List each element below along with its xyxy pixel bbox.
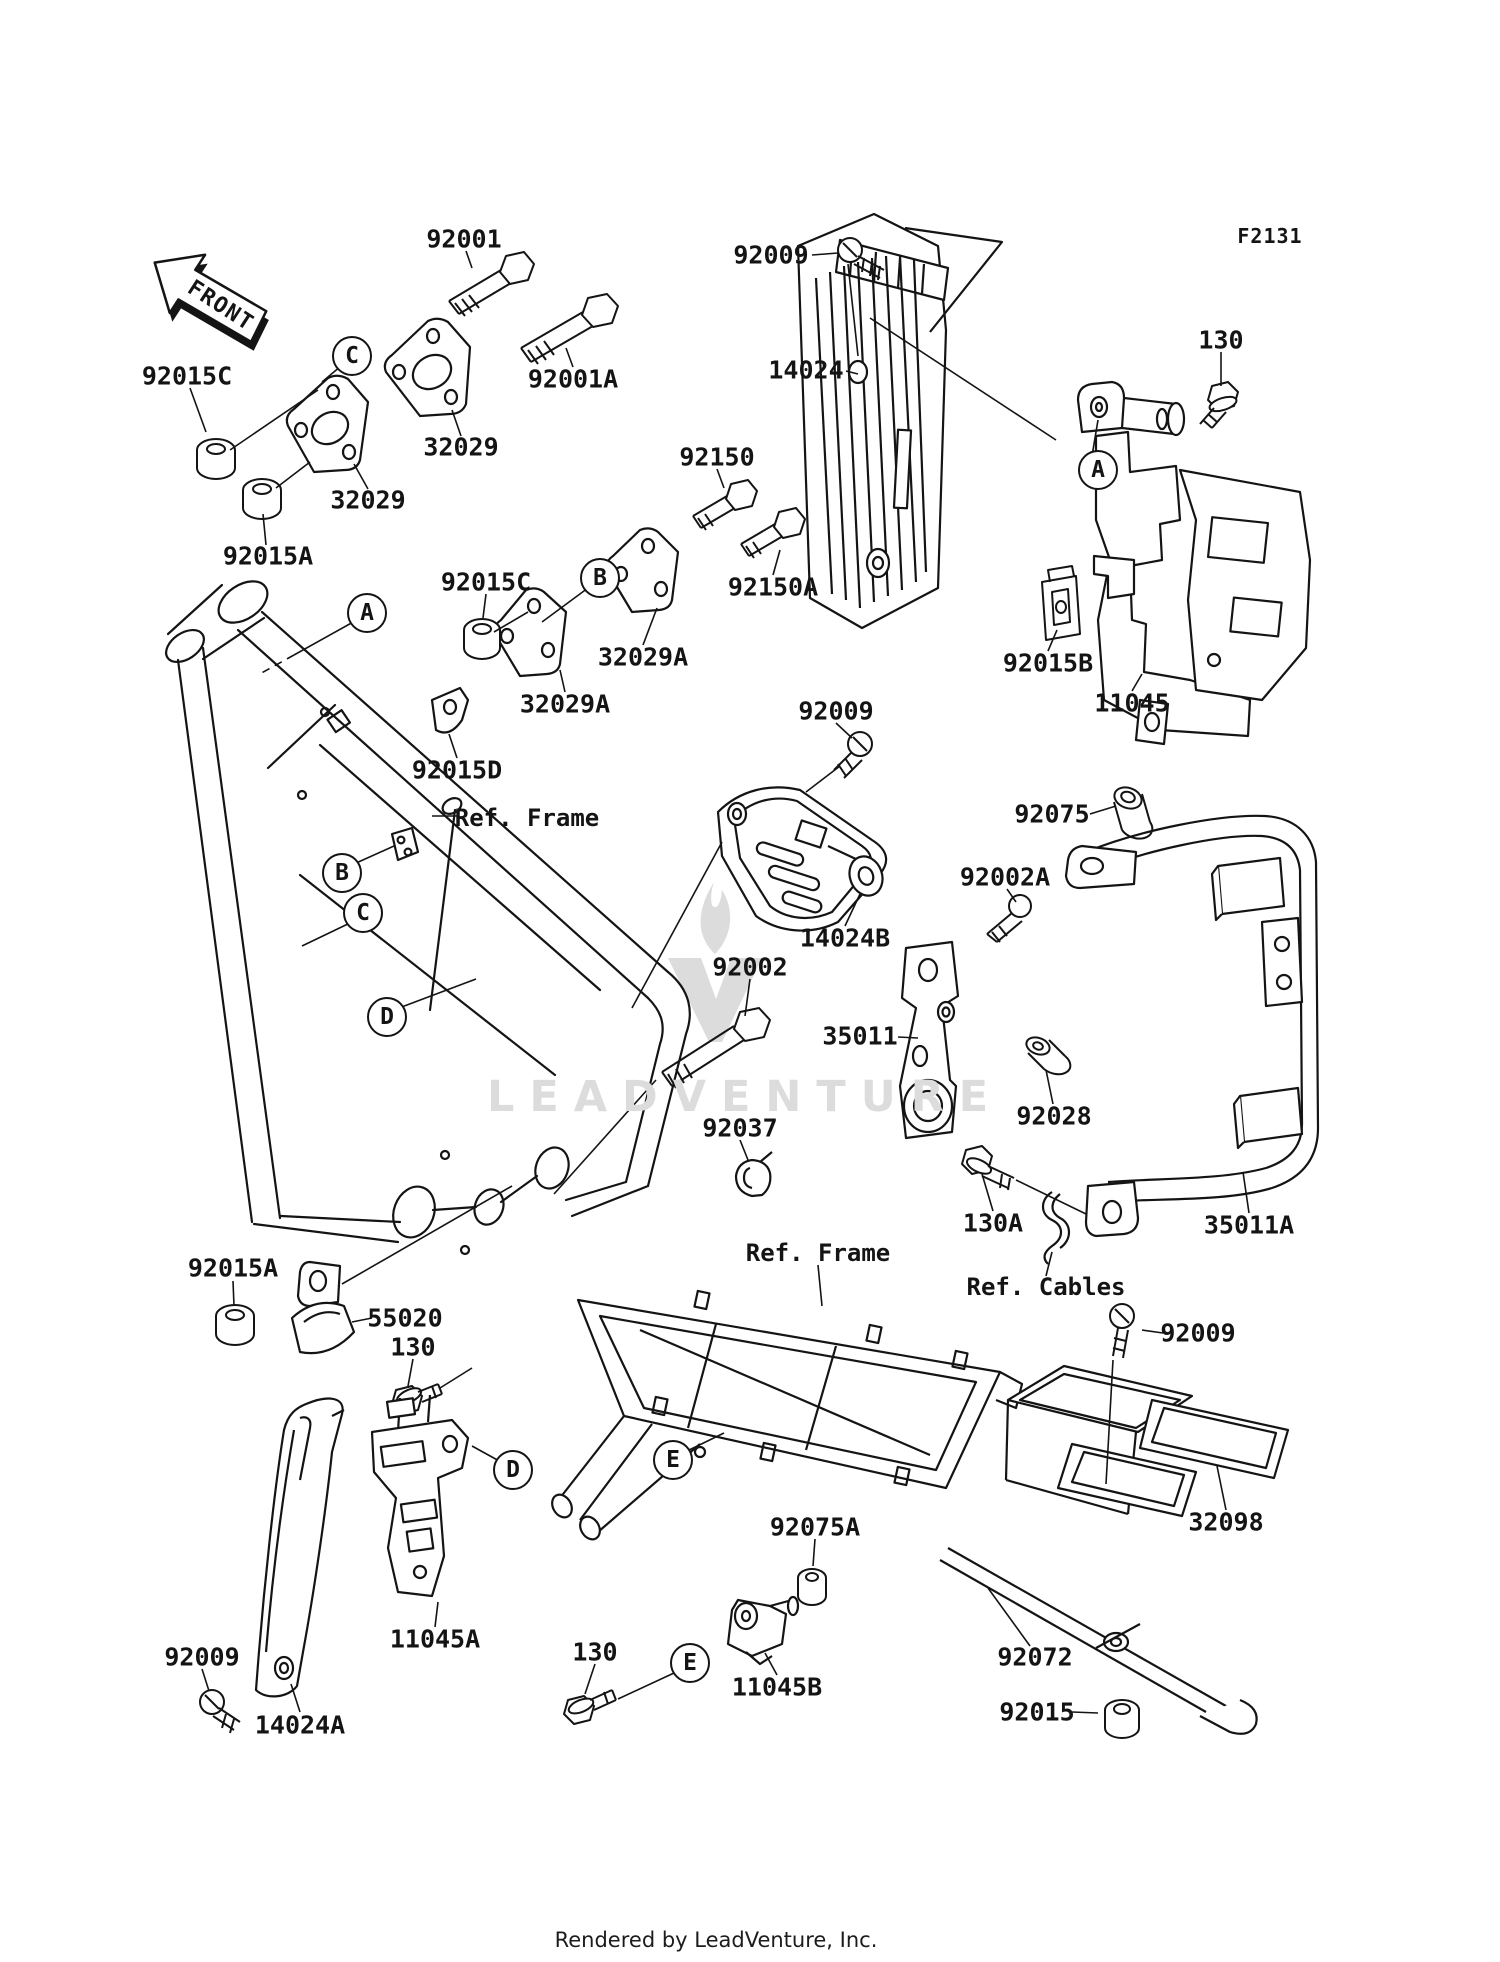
radiator-guard-14024-drawing [796, 212, 1004, 630]
part-label-14024b: 14024B [799, 923, 891, 953]
bolt-130-1-drawing [1199, 381, 1239, 429]
callout-b-1: B [580, 558, 620, 598]
callout-c-2: C [343, 893, 383, 933]
part-label-92150a: 92150A [727, 572, 819, 602]
part-label-92150: 92150 [679, 442, 755, 472]
bracket-35011-drawing [898, 940, 960, 1140]
callout-a-1: A [1078, 450, 1118, 490]
footer-credit: Rendered by LeadVenture, Inc. [554, 1928, 878, 1952]
engine-bracket-32029-drawing [285, 317, 472, 474]
nut-92015a-drawing [242, 478, 282, 520]
strap-92072-drawing [939, 1547, 1258, 1735]
guard-loop-35011a-drawing [1064, 814, 1320, 1238]
part-label-92001: 92001 [426, 224, 502, 254]
part-label-35011: 35011 [822, 1021, 898, 1051]
callout-a-2: A [347, 593, 387, 633]
ref-frame-label-1: Ref. Frame [454, 804, 600, 832]
part-label-32029-1: 32029 [423, 432, 499, 462]
cover-14024b-drawing [716, 786, 888, 932]
ref-cables-label: Ref. Cables [966, 1273, 1126, 1301]
part-label-32029-2: 32029 [330, 485, 406, 515]
part-label-32029a-2: 32029A [519, 689, 611, 719]
part-label-92002: 92002 [712, 952, 788, 982]
ref-frame-label-2: Ref. Frame [745, 1239, 891, 1267]
part-label-92002a: 92002A [959, 862, 1051, 892]
part-label-92015b: 92015B [1002, 648, 1094, 678]
front-direction-arrow: FRONT [153, 253, 269, 351]
bracket-11045a-drawing [370, 1394, 470, 1598]
bolt-92002-drawing [661, 1007, 771, 1089]
part-label-92015c-1: 92015C [141, 361, 233, 391]
callout-b-2: B [322, 853, 362, 893]
part-label-92009-3: 92009 [1160, 1318, 1236, 1348]
part-label-11045a: 11045A [389, 1624, 481, 1654]
bolt-92001a-drawing [520, 293, 619, 365]
battery-tray-32098-drawing [1004, 1364, 1290, 1518]
part-label-92028: 92028 [1016, 1101, 1092, 1131]
bolt-130-3-drawing [563, 1689, 617, 1725]
part-label-130-1: 130 [1198, 325, 1244, 355]
part-label-92075: 92075 [1014, 799, 1090, 829]
part-label-92009-1: 92009 [733, 240, 809, 270]
screw-92009-2-drawing [833, 731, 873, 779]
part-label-92009-2: 92009 [798, 696, 874, 726]
leader-lines [189, 250, 1250, 1714]
screw-92009-1-drawing [837, 237, 885, 281]
part-label-92037: 92037 [702, 1113, 778, 1143]
part-label-92072: 92072 [997, 1642, 1073, 1672]
part-label-92015a-2: 92015A [187, 1253, 279, 1283]
part-label-92015a-1: 92015A [222, 541, 314, 571]
part-label-11045: 11045 [1094, 688, 1170, 718]
part-label-35011a: 35011A [1203, 1210, 1295, 1240]
part-label-92015d: 92015D [411, 755, 503, 785]
part-label-130-3: 130 [572, 1637, 618, 1667]
figure-code: F2131 [1237, 224, 1303, 248]
bracket-11045b-drawing [726, 1595, 800, 1666]
callout-d-2: D [493, 1450, 533, 1490]
bolt-92001-drawing [448, 251, 535, 317]
clip-92015b-drawing [1041, 565, 1081, 641]
nut-92015a-2-drawing [215, 1304, 255, 1346]
nut-92075a-drawing [797, 1568, 827, 1606]
part-label-32029a-1: 32029A [597, 642, 689, 672]
screw-92009-3-drawing [1109, 1303, 1135, 1359]
screw-92009-4-drawing [199, 1689, 241, 1734]
bolt-130a-drawing [961, 1145, 1015, 1191]
frame-drawing [165, 580, 691, 1308]
part-label-92001a: 92001A [527, 364, 619, 394]
part-label-14024a: 14024A [254, 1710, 346, 1740]
part-label-92015: 92015 [999, 1697, 1075, 1727]
callout-e-2: E [670, 1643, 710, 1683]
part-label-32098: 32098 [1188, 1507, 1264, 1537]
part-label-92009-4: 92009 [164, 1642, 240, 1672]
part-label-130a: 130A [962, 1208, 1024, 1238]
bolt-92150-drawing [692, 479, 758, 531]
clamp-92037-drawing [734, 1151, 773, 1198]
screw-92002a-drawing [986, 894, 1032, 943]
callout-c-1: C [332, 336, 372, 376]
part-label-11045b: 11045B [731, 1672, 823, 1702]
spacer-92075-drawing [1113, 786, 1154, 840]
nut-92015-drawing [1104, 1699, 1140, 1739]
battery-bracket-11045-drawing [1076, 380, 1312, 746]
bolt-92150a-drawing [740, 507, 806, 559]
watermark-text: LEADVENTURE [487, 1072, 1004, 1122]
cable-hook-drawing [1041, 1191, 1071, 1265]
part-label-92075a: 92075A [769, 1512, 861, 1542]
part-label-55020: 55020 [367, 1303, 443, 1333]
part-label-14024: 14024 [768, 355, 844, 385]
clamp-55020-drawing [290, 1301, 356, 1355]
callout-d-1: D [367, 997, 407, 1037]
callout-e-1: E [653, 1440, 693, 1480]
tab-92015d-drawing [430, 686, 470, 734]
part-label-92015c-2: 92015C [440, 567, 532, 597]
nut-92015c-drawing [196, 438, 236, 480]
side-cover-14024a-drawing [254, 1397, 345, 1698]
nut-92015c2-drawing [463, 618, 501, 660]
rear-carrier-frame-drawing [551, 1289, 1024, 1541]
part-label-130-2: 130 [390, 1332, 436, 1362]
watermark-flame-logo-icon [668, 882, 762, 1042]
bushing-92028-drawing [1025, 1036, 1072, 1076]
